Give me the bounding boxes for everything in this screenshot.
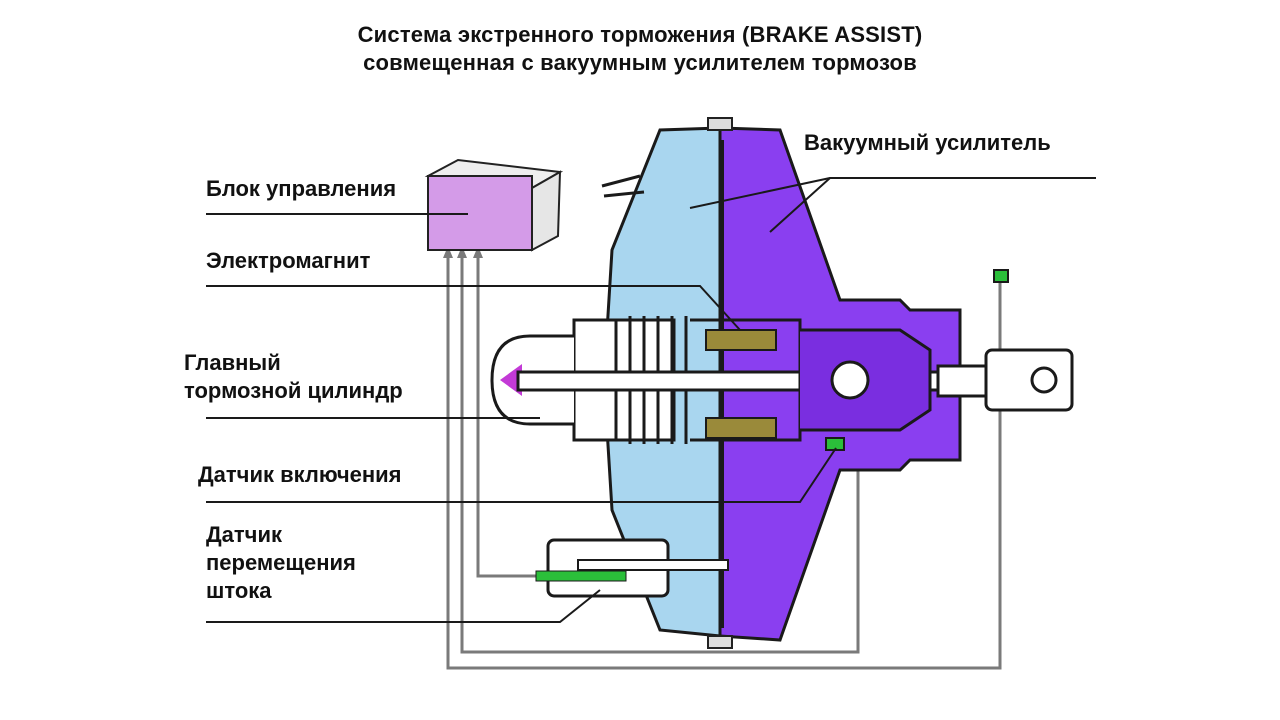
label-master-cylinder-line1: Главный [184, 350, 281, 375]
diagram-title-line1: Система экстренного торможения (BRAKE AS… [357, 22, 923, 47]
clevis [936, 348, 1074, 412]
label-switch-sensor: Датчик включения [198, 462, 402, 487]
vacuum-hose [601, 174, 645, 198]
travel-sensor [535, 538, 729, 598]
label-electromagnet: Электромагнит [206, 248, 371, 273]
label-travel-sensor-line3: штока [206, 578, 272, 603]
label-control-unit: Блок управления [206, 176, 397, 201]
pedal-connector [993, 269, 1009, 283]
label-vacuum-booster: Вакуумный усилитель [804, 130, 1051, 155]
control-unit-box [424, 158, 564, 252]
diagram-title-line2: совмещенная с вакуумным усилителем тормо… [363, 50, 917, 75]
label-travel-sensor-line1: Датчик [206, 522, 282, 547]
leader-lines [206, 177, 1096, 623]
top-clip [707, 117, 733, 131]
label-master-cylinder-line2: тормозной цилиндр [184, 378, 403, 403]
wire-arrows [443, 246, 483, 258]
bottom-clip [707, 635, 733, 649]
wiring-harness [446, 252, 1002, 670]
label-travel-sensor-line2: перемещения [206, 550, 356, 575]
valve-piston [830, 360, 870, 400]
